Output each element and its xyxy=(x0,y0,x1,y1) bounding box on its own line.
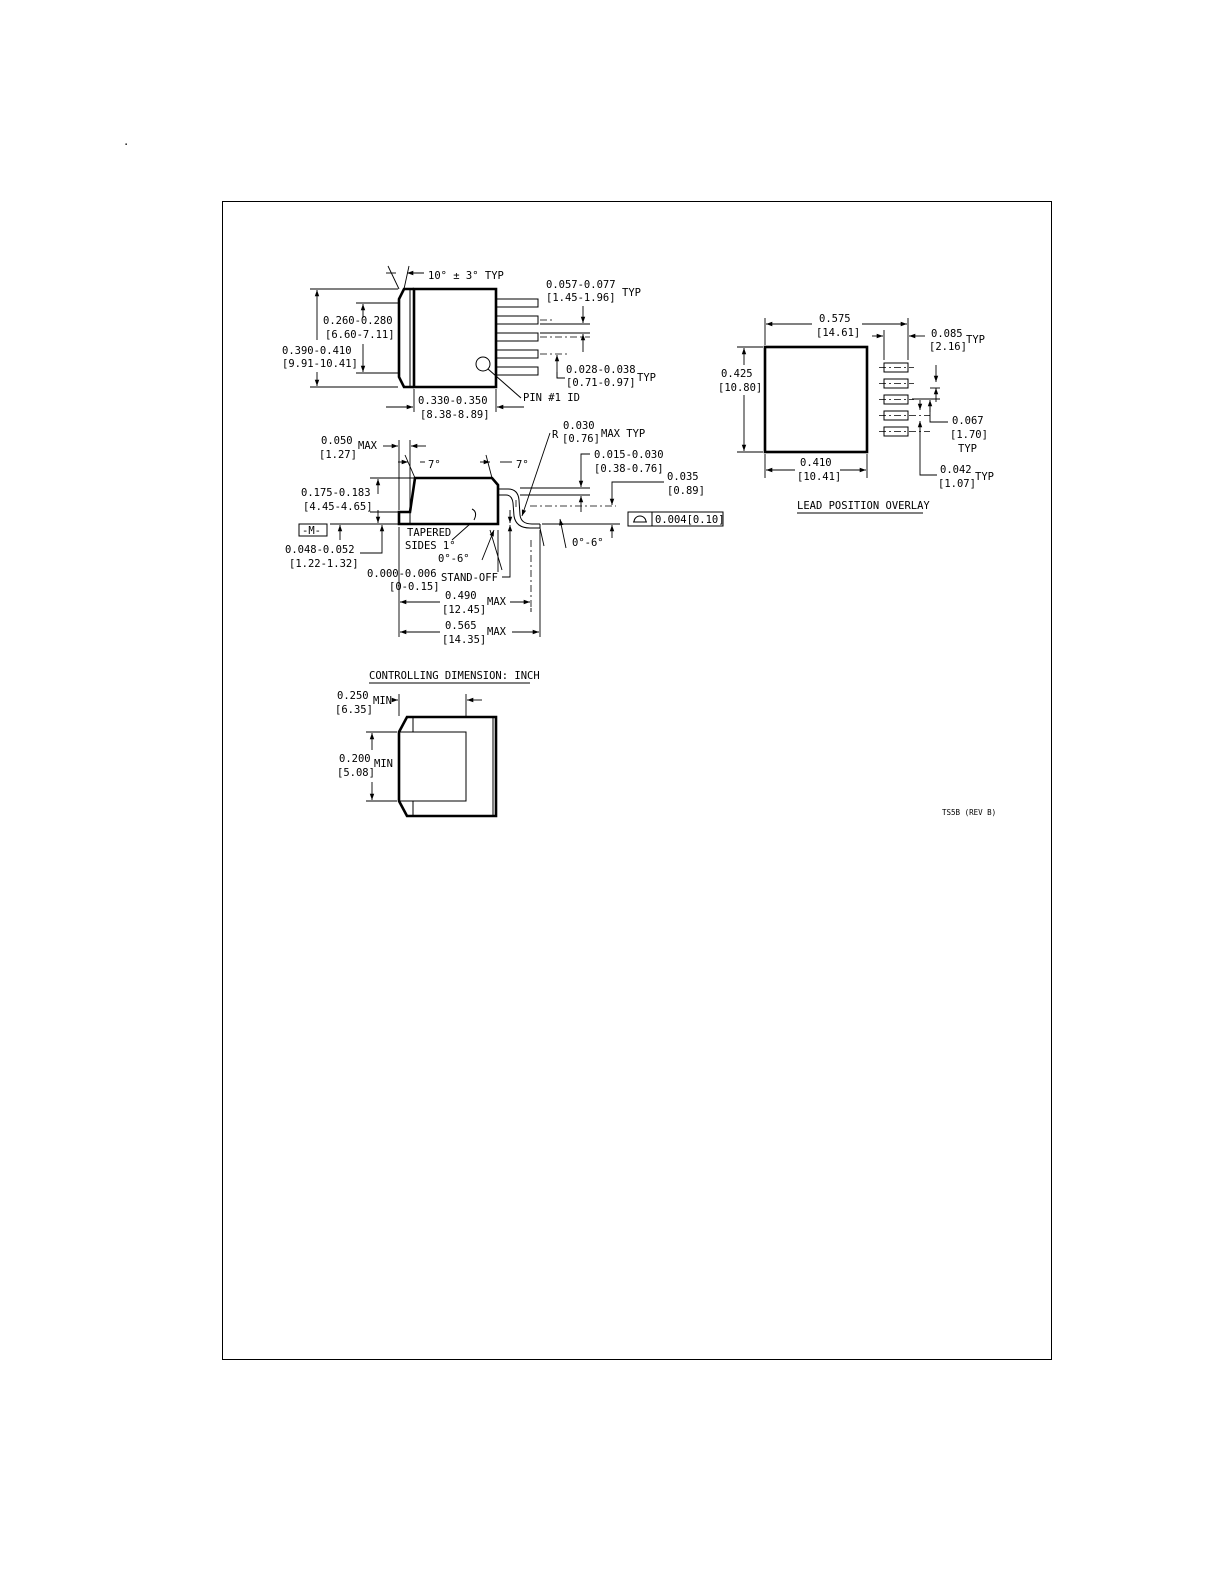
lead-width-note: TYP xyxy=(622,287,641,299)
overlay-title: LEAD POSITION OVERLAY xyxy=(797,500,930,512)
flatness-callout: 0.004[0.10] xyxy=(627,511,725,527)
body-height-inch: 0.390-0.410 xyxy=(282,345,352,357)
body-thickness-mm: [4.45-4.65] xyxy=(303,501,373,513)
overlay-width-inch: 0.575 xyxy=(819,313,851,325)
flatness-value: 0.004[0.10] xyxy=(655,514,725,526)
foot-length-inch: 0.035 xyxy=(667,471,699,483)
overlay-lead-length-note: TYP xyxy=(966,334,985,346)
tab-width-note: MIN xyxy=(374,758,393,770)
tab-height-inch: 0.260-0.280 xyxy=(323,315,393,327)
radius-prefix: R xyxy=(552,429,559,441)
body-angle-label: 0°-6° xyxy=(438,553,470,565)
tab-width-inch: 0.200 xyxy=(339,753,371,765)
lead-pitch-mm: [0.71-0.97] xyxy=(566,377,636,389)
tab-length-mm: [6.35] xyxy=(335,704,373,716)
overlay-pitch-note: TYP xyxy=(958,443,977,455)
lead-thickness-inch: 0.015-0.030 xyxy=(594,449,664,461)
lead-span-inch: 0.490 xyxy=(445,590,477,602)
bottom-view: CONTROLLING DIMENSION: INCH 0.250 [6.35]… xyxy=(335,670,540,818)
overlay-pad xyxy=(763,345,869,454)
pin-1-id-label: PIN #1 ID xyxy=(523,392,580,404)
lead-width-mm: [1.45-1.96] xyxy=(546,292,616,304)
top-view-tab xyxy=(397,287,414,389)
left-draft-angle: 7° xyxy=(428,459,441,471)
pin-1-id-marker xyxy=(475,356,491,372)
radius-mm: [0.76] xyxy=(562,433,600,445)
overall-length-note: MAX xyxy=(487,626,507,638)
overlay-height-inch: 0.425 xyxy=(721,368,753,380)
tab-offset-mm: [1.27] xyxy=(319,449,357,461)
standoff-mm: [0-0.15] xyxy=(389,581,440,593)
bottom-view-tab xyxy=(399,717,467,816)
datum-label: -M- xyxy=(302,525,321,537)
lead-span-mm: [12.45] xyxy=(442,604,486,616)
datum-box xyxy=(298,523,328,537)
overall-length-inch: 0.565 xyxy=(445,620,477,632)
side-view-body xyxy=(397,476,500,526)
overlay-pitch-inch: 0.067 xyxy=(952,415,984,427)
overlay-width-mm: [14.61] xyxy=(816,327,860,339)
standoff-label: STAND-OFF xyxy=(441,572,498,584)
lead-pitch-note: TYP xyxy=(637,372,656,384)
overlay-lead-width-mm: [1.07] xyxy=(938,478,976,490)
tab-thickness-inch: 0.048-0.052 xyxy=(285,544,355,556)
top-view-leads xyxy=(495,298,539,376)
body-length-mm: [8.38-8.89] xyxy=(420,409,490,421)
radius-inch: 0.030 xyxy=(563,420,595,432)
flatness-icon xyxy=(633,515,647,523)
body-thickness-inch: 0.175-0.183 xyxy=(301,487,371,499)
body-height-mm: [9.91-10.41] xyxy=(282,358,358,370)
body-length-inch: 0.330-0.350 xyxy=(418,395,488,407)
tab-length-note: MIN xyxy=(373,695,392,707)
top-angle-label: 10° ± 3° TYP xyxy=(428,270,504,282)
corner-mark: . xyxy=(123,136,129,148)
radius-note: MAX TYP xyxy=(601,428,645,440)
controlling-dimension: CONTROLLING DIMENSION: INCH xyxy=(369,670,540,682)
overlay-pitch-mm: [1.70] xyxy=(950,429,988,441)
overall-length-mm: [14.35] xyxy=(442,634,486,646)
foot-angle-label: 0°-6° xyxy=(572,537,604,549)
right-draft-angle: 7° xyxy=(516,459,529,471)
overlay-leads xyxy=(879,362,930,437)
drawing-id: TS5B (REV B) xyxy=(942,808,996,817)
tab-height-mm: [6.60-7.11] xyxy=(325,329,395,341)
lead-overlay-view: 0.575 [14.61] 0.085 [2.16] TYP 0.425 [10… xyxy=(718,313,994,514)
overlay-lead-width-note: TYP xyxy=(975,471,994,483)
tab-thickness-mm: [1.22-1.32] xyxy=(289,558,359,570)
overlay-pad-width-mm: [10.41] xyxy=(797,471,841,483)
lead-thickness-mm: [0.38-0.76] xyxy=(594,463,664,475)
overlay-lead-length-inch: 0.085 xyxy=(931,328,963,340)
tab-offset-inch: 0.050 xyxy=(321,435,353,447)
tab-length-inch: 0.250 xyxy=(337,690,369,702)
overlay-lead-width-inch: 0.042 xyxy=(940,464,972,476)
overlay-lead-length-mm: [2.16] xyxy=(929,341,967,353)
lead-width-inch: 0.057-0.077 xyxy=(546,279,616,291)
tapered-line-2: SIDES 1° xyxy=(405,540,456,552)
side-view-lead xyxy=(498,488,540,525)
tab-offset-note: MAX xyxy=(358,440,378,452)
overlay-height-mm: [10.80] xyxy=(718,382,762,394)
overlay-pad-width-inch: 0.410 xyxy=(800,457,832,469)
foot-length-mm: [0.89] xyxy=(667,485,705,497)
standoff-inch: 0.000-0.006 xyxy=(367,568,437,580)
lead-span-note: MAX xyxy=(487,596,507,608)
top-view-body xyxy=(412,287,498,389)
drawing-frame xyxy=(222,201,1052,1360)
tapered-line-1: TAPERED xyxy=(407,527,451,539)
side-view: 0.050 [1.27] MAX 7° 7° R 0.030 [0.76] MA… xyxy=(285,420,725,646)
tab-width-mm: [5.08] xyxy=(337,767,375,779)
top-view: PIN #1 ID 10° ± 3° TYP 0.057-0.077 [1.45… xyxy=(282,265,656,421)
lead-pitch-inch: 0.028-0.038 xyxy=(566,364,636,376)
